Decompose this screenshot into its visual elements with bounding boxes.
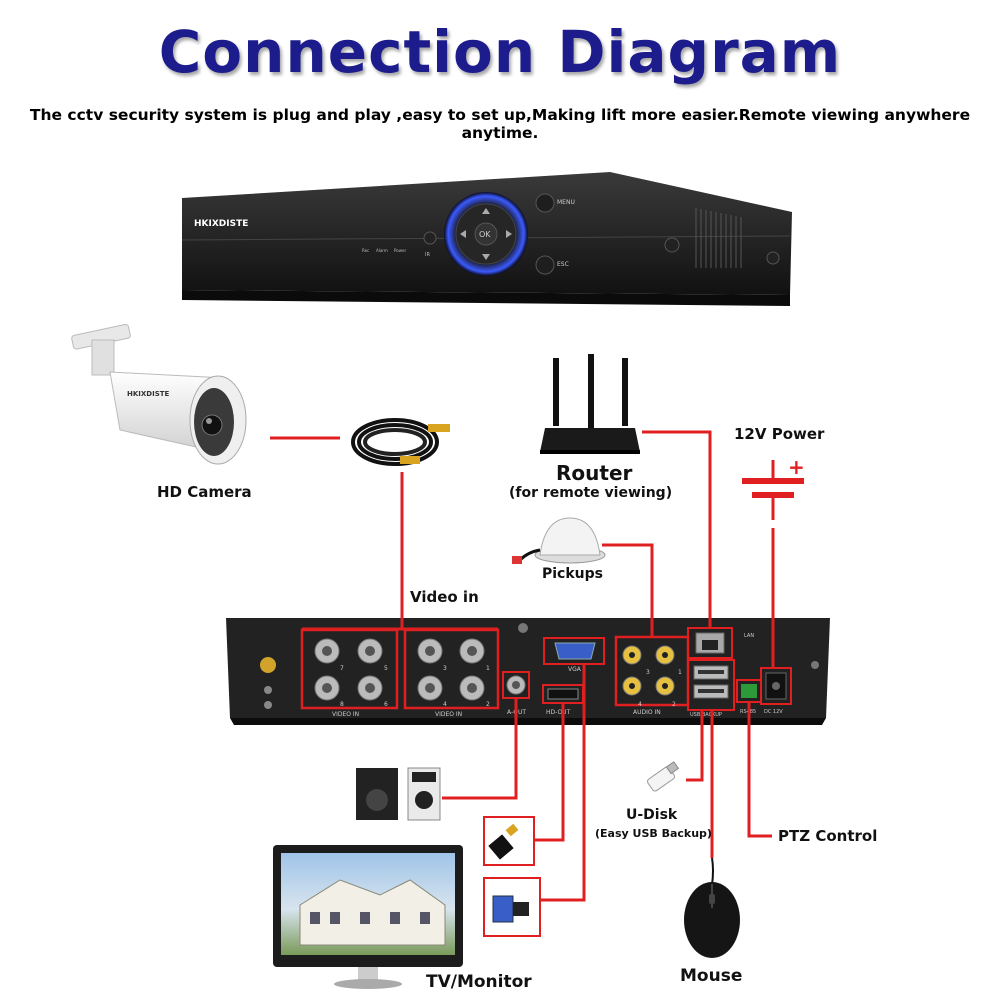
led-label-rec: Rec [362,248,369,253]
wire-hdmi [534,703,565,842]
wire-usb-udisk [686,710,704,782]
camera-brand-label: HKIXDISTE [127,390,170,398]
bnc-number: 4 [443,701,447,708]
router-sublabel: (for remote viewing) [509,485,673,501]
page-subtitle: The cctv security system is plug and pla… [29,106,971,142]
audio-number: 3 [646,669,650,676]
router-icon [540,354,640,454]
wire-router-lan [642,430,712,628]
hdmi-cable-icon [483,816,535,866]
power-symbol-icon: + [742,455,805,520]
esc-label: ESC [557,261,569,268]
video-in-port-label: VIDEO IN [435,711,462,718]
vga-cable-icon [483,877,541,937]
wires [270,430,775,902]
bnc-number: 3 [443,665,447,672]
bnc-port-6 [357,675,383,701]
vga-label: VGA [568,666,582,673]
ok-label: OK [479,230,491,239]
wire-ptz [747,702,772,838]
audio-in-label: AUDIO IN [633,709,661,716]
bnc-port-8 [314,675,340,701]
rs485-port [741,684,757,698]
esc-button-icon [535,255,555,275]
bnc-port-7 [314,638,340,664]
bnc-number: 7 [340,665,344,672]
monitor-label: TV/Monitor [426,972,532,992]
camera-label: HD Camera [157,483,252,501]
power-label: 12V Power [734,425,825,443]
audio-number: 2 [672,701,676,708]
bnc-number: 6 [384,701,388,708]
video-in-port-label: VIDEO IN [332,711,359,718]
vga-port [554,642,596,660]
monitor-icon [273,845,463,989]
arrow-left-icon [460,230,466,238]
router-label: Router [556,461,633,485]
hdout-label: HD-OUT [546,709,571,716]
bnc-port-4 [417,675,443,701]
mouse-label: Mouse [680,966,743,986]
dvr-brand-label: HKIXDISTE [194,219,248,229]
bnc-port-1 [459,638,485,664]
arrow-down-icon [482,254,490,260]
bnc-port-3 [417,638,443,664]
page-title: Connection Diagram [158,18,842,86]
dc-label: DC 12V [764,709,783,715]
camera-icon: HKIXDISTE [71,323,247,465]
audio-number: 4 [638,701,642,708]
menu-label: MENU [557,199,575,206]
bnc-port-2 [459,675,485,701]
pickup-mic-icon [512,517,606,564]
dvr-front: HKIXDISTE Rec Alarm Power IR OK MENU ESC [181,172,792,306]
video-in-label: Video in [410,588,479,606]
usb-label: USB BACKUP [690,712,722,718]
bnc-cable-icon [351,418,450,466]
arrow-up-icon [482,208,490,214]
dvr-back-panel: 7 5 3 1 8 6 4 2 VIDEO IN VIDEO IN A-OUT … [226,618,830,725]
front-vent-icon [695,208,742,268]
audio-number: 1 [678,669,682,676]
wire-vga [540,664,586,902]
ir-label: IR [425,252,430,258]
bnc-number: 1 [486,665,490,672]
bnc-port-5 [357,638,383,664]
power-plus-label: + [788,455,805,479]
udisk-label: U-Disk [626,807,678,823]
wire-aout-speakers [442,698,518,800]
bnc-number: 5 [384,665,388,672]
bnc-number: 8 [340,701,344,708]
mouse-icon [684,857,740,958]
udisk-sublabel: (Easy USB Backup) [595,827,712,840]
led-label-power: Power [394,248,406,253]
lan-label: LAN [744,633,754,639]
led-label-alarm: Alarm [376,248,388,253]
pickups-label: Pickups [542,566,603,582]
menu-button-icon [535,193,555,213]
hdmi-port [547,688,579,700]
bnc-number: 2 [486,701,490,708]
speakers-icon [356,767,441,821]
arrow-right-icon [506,230,512,238]
usb-stick-icon [647,761,680,792]
ir-sensor-icon [423,231,437,245]
ptz-label: PTZ Control [778,827,878,845]
wire-pickup-audio [602,543,654,637]
